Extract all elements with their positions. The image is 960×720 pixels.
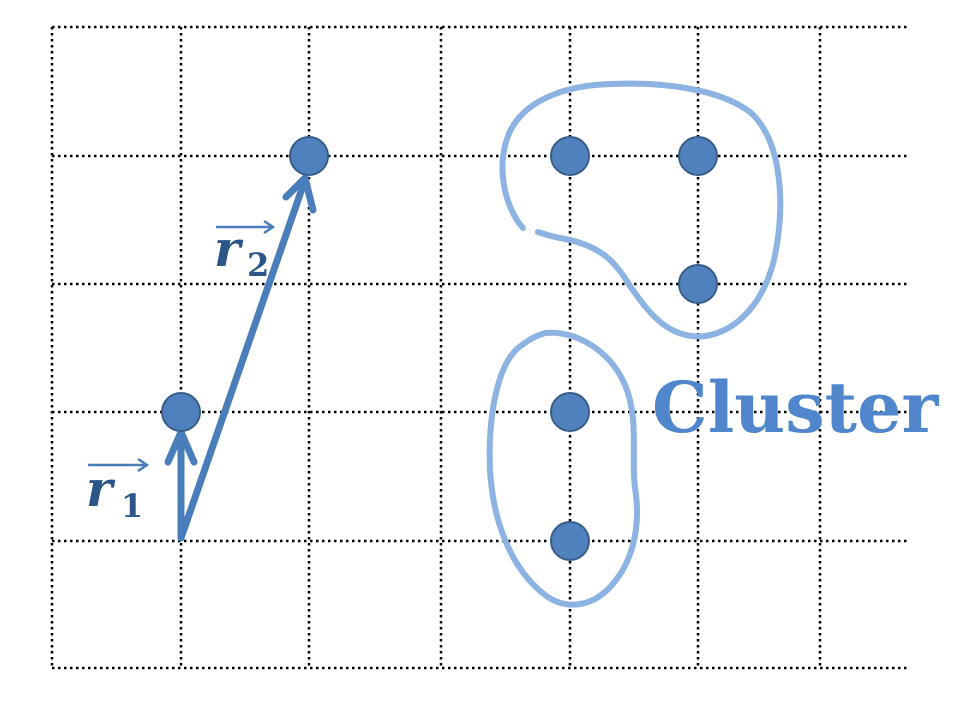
- lattice-point: [550, 392, 590, 432]
- lattice-point: [161, 392, 201, 432]
- vector-r2-arrow: [177, 174, 317, 542]
- lattice-point: [550, 136, 590, 176]
- lattice-point: [678, 136, 718, 176]
- lattice-point: [289, 136, 329, 176]
- cluster-label: Cluster: [652, 366, 939, 449]
- vector-r1-subscript: 1: [121, 487, 143, 525]
- cluster-outline-upper: [499, 80, 784, 340]
- vector-r2-symbol: r: [214, 219, 244, 278]
- vector-r1-symbol: r: [86, 459, 116, 518]
- vector-r2-subscript: 2: [247, 246, 269, 284]
- vector-label-r2: r 2: [214, 219, 276, 284]
- lattice-point: [550, 521, 590, 561]
- lattice-point: [678, 264, 718, 304]
- lattice-grid: [50, 25, 910, 670]
- cluster-outline-lower: [486, 329, 640, 608]
- vector-label-r1: r 1: [86, 457, 150, 525]
